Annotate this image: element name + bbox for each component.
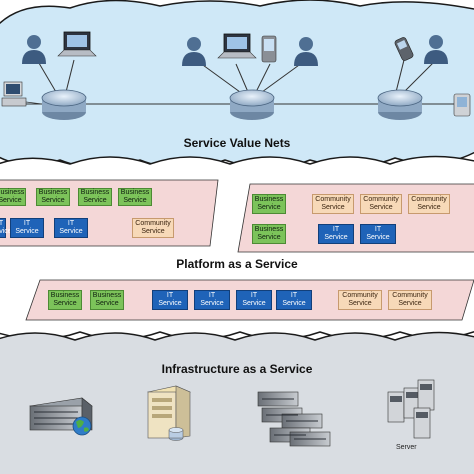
community-service-box: Community Service — [338, 290, 382, 310]
community-service-box: Community Service — [132, 218, 174, 238]
business-service-box: Business Service — [118, 188, 152, 206]
platform-as-a-service-title: Platform as a Service — [176, 257, 298, 271]
user-icon — [22, 35, 46, 64]
network-link-left-laptop — [65, 59, 75, 93]
laptop-icon — [57, 31, 97, 57]
it-service-box: IT Service — [318, 224, 354, 244]
it-service-box: IT Service — [10, 218, 44, 238]
it-service-box: IT Service — [152, 290, 188, 310]
server-tower-icon — [147, 385, 191, 441]
laptop-icon — [217, 33, 257, 59]
business-service-box: Business Service — [90, 290, 124, 310]
infrastructure-as-a-service-title: Infrastructure as a Service — [161, 362, 313, 376]
it-service-box: IT Service — [194, 290, 230, 310]
infrastructure-cloud — [0, 331, 474, 474]
it-service-box: IT Service — [0, 218, 12, 238]
server-cluster-icon — [257, 391, 331, 447]
user-icon — [424, 35, 448, 64]
business-service-box: Business Service — [252, 194, 286, 214]
business-service-box: Business Service — [48, 290, 82, 310]
router-icon — [229, 89, 275, 120]
router-icon — [41, 89, 87, 120]
network-link-right-user — [403, 59, 437, 93]
network-link-right-phone — [395, 59, 405, 93]
it-service-box: IT Service — [360, 224, 396, 244]
network-link-mid-pda — [255, 63, 271, 93]
user-icon — [182, 37, 206, 66]
globe-icon — [72, 416, 92, 436]
business-service-box: Business Service — [252, 224, 286, 244]
server-label: Server — [396, 444, 417, 451]
business-service-box: Business Service — [78, 188, 112, 206]
community-service-box: Community Service — [360, 194, 402, 214]
business-service-box: Business Service — [0, 188, 26, 206]
pda-icon — [453, 93, 471, 117]
community-service-box: Community Service — [312, 194, 354, 214]
it-service-box: IT Service — [54, 218, 88, 238]
server-tower-icon — [387, 379, 435, 439]
community-service-box: Community Service — [388, 290, 432, 310]
mobile-phone-icon — [394, 37, 414, 61]
business-service-box: Business Service — [36, 188, 70, 206]
it-service-box: IT Service — [236, 290, 272, 310]
network-link-mid-laptop — [235, 63, 249, 93]
desktop-computer-icon — [1, 81, 43, 107]
community-service-box: Community Service — [408, 194, 450, 214]
pda-icon — [261, 35, 277, 63]
user-icon — [294, 37, 318, 66]
it-service-box: IT Service — [276, 290, 312, 310]
service-value-nets-title: Service Value Nets — [183, 136, 291, 150]
router-icon — [377, 89, 423, 120]
